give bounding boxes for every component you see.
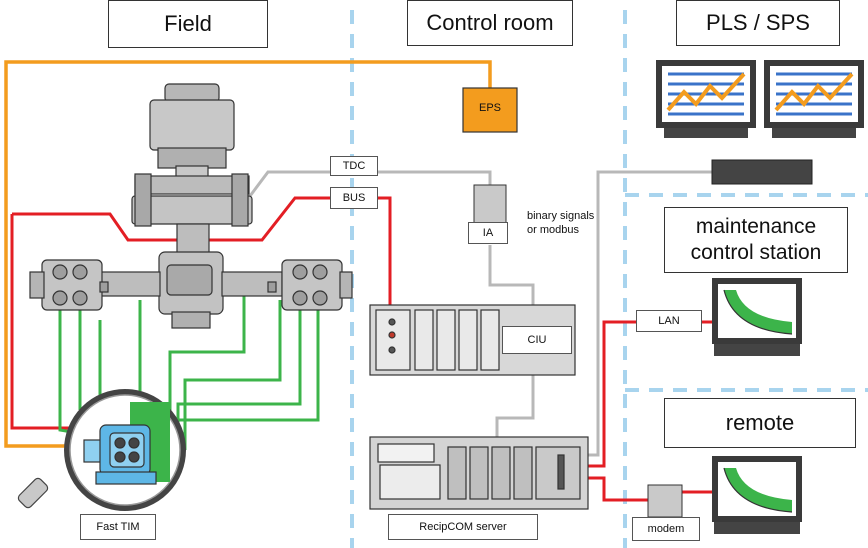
wire-modem [588, 476, 648, 502]
maintenance-line-1: maintenance [695, 215, 817, 238]
pls-monitor-2 [764, 60, 864, 138]
wire-lan-server [588, 170, 712, 457]
tdc-label: TDC [330, 156, 378, 176]
remote-monitor [712, 456, 802, 534]
compressor-machine [29, 83, 353, 329]
wire-ia-ciu [488, 245, 535, 305]
zone-header-field: Field [108, 0, 268, 48]
fast-tim-device [83, 402, 170, 485]
bus-label: BUS [330, 187, 378, 209]
ia-device [473, 184, 507, 226]
zone-header-pls-sps: PLS / SPS [676, 0, 840, 46]
zone-header-maintenance: maintenance control station [664, 207, 848, 273]
modem-label: modem [632, 517, 700, 541]
ia-label: IA [468, 222, 508, 244]
gray-wires [248, 170, 712, 457]
signals-note: binary signals or modbus [527, 209, 594, 237]
eps-label: EPS [478, 102, 501, 114]
wire-bus-left [12, 196, 392, 305]
ciu-label: CIU [502, 326, 572, 354]
pls-controller [711, 159, 813, 185]
wire-bus [10, 214, 72, 430]
zone-header-control-room: Control room [407, 0, 573, 46]
signals-line-1: binary signals [527, 210, 595, 222]
maintenance-line-2: control station [690, 241, 822, 264]
fast-tim-label: Fast TIM [80, 514, 156, 540]
server-label: RecipCOM server [388, 514, 538, 540]
maintenance-monitor [712, 278, 802, 356]
lan-label: LAN [636, 310, 702, 332]
wire-ciu-server [495, 375, 535, 437]
pls-monitor-1 [656, 60, 756, 138]
eps-box [462, 87, 518, 133]
orange-wire [4, 60, 492, 448]
wire-tdc [248, 170, 492, 197]
signals-line-2: or modbus [527, 224, 579, 236]
recipcom-server [369, 436, 589, 510]
modem-device [647, 484, 683, 518]
zone-header-remote: remote [664, 398, 856, 448]
